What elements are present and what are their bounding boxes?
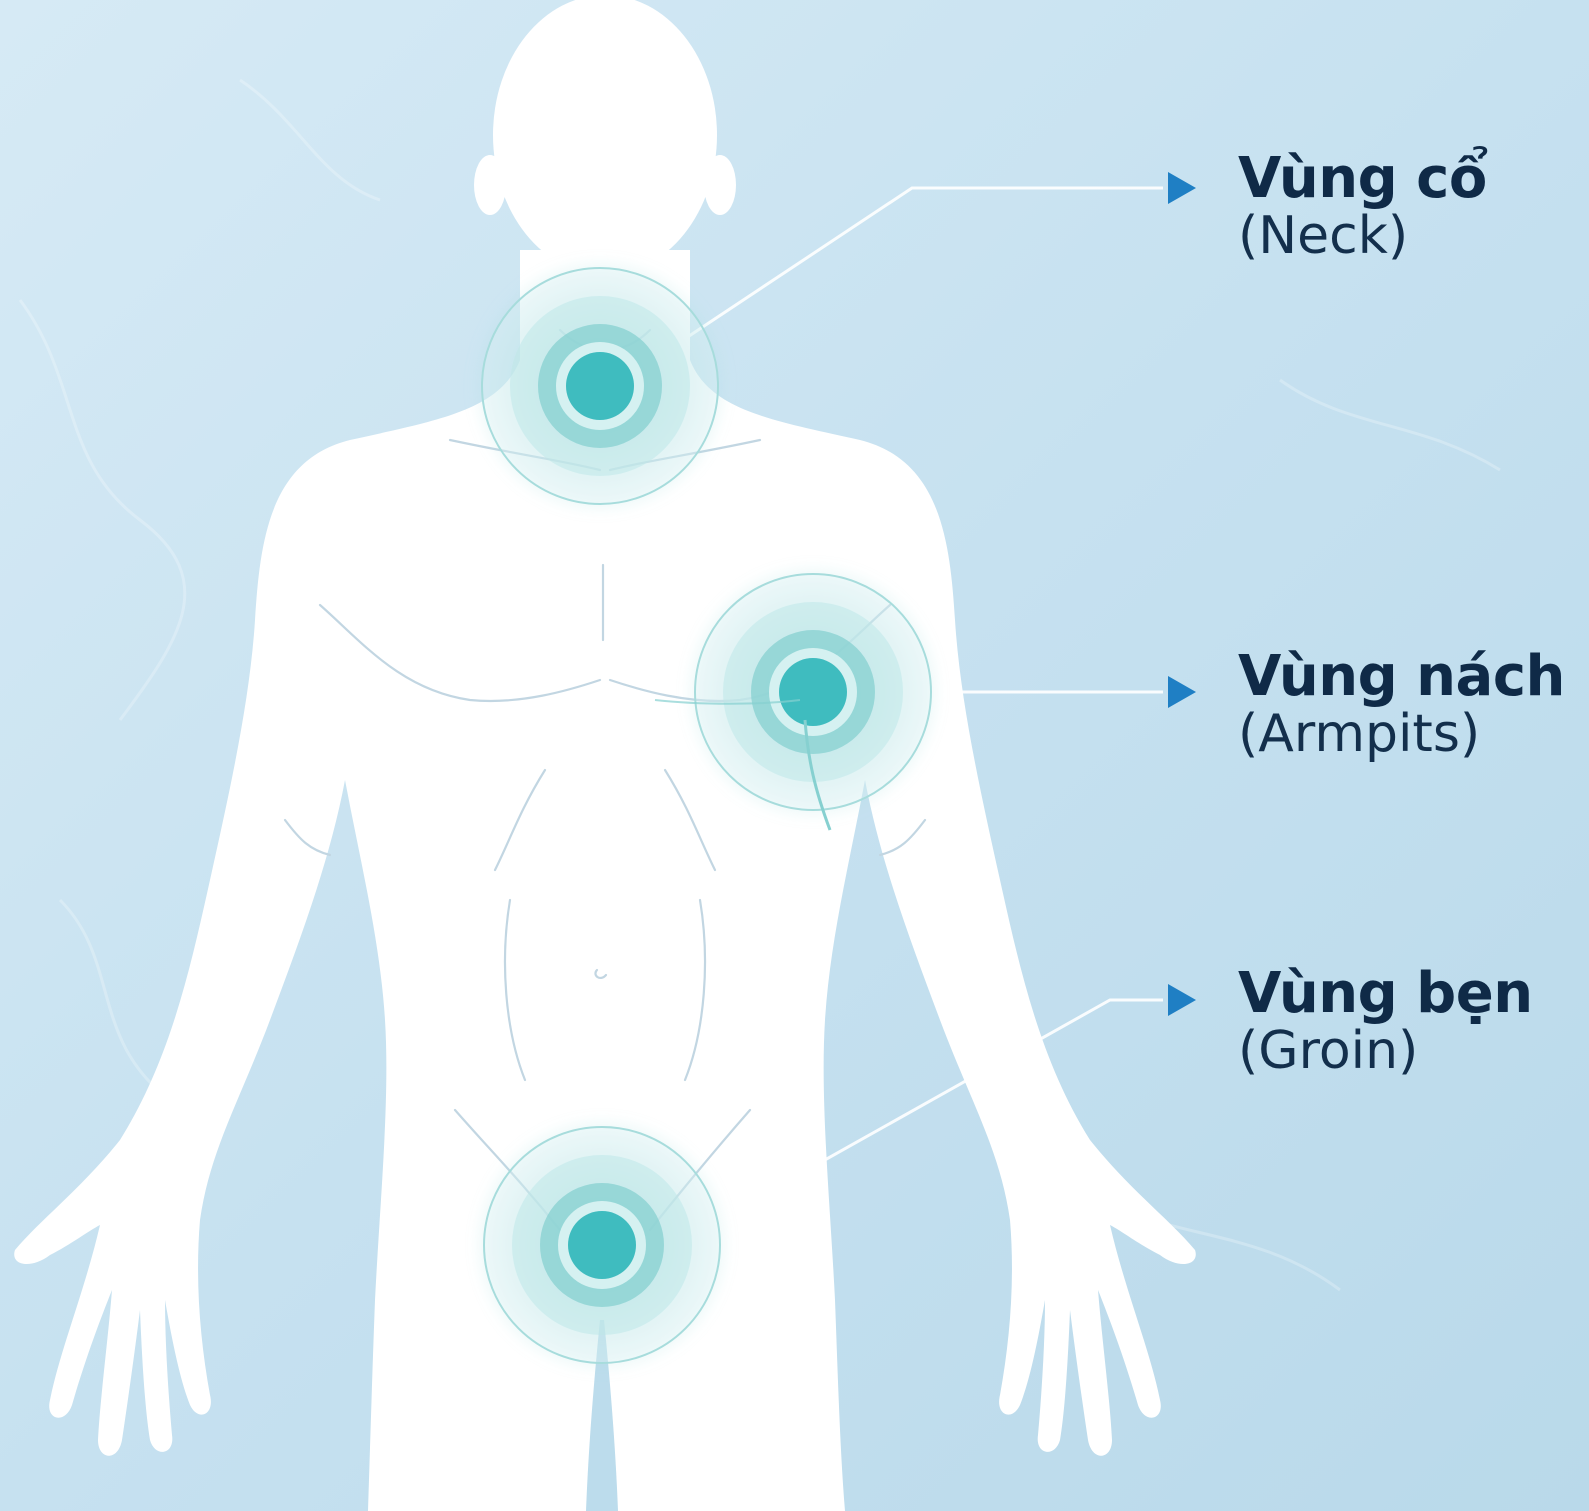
right-ear: [704, 155, 736, 215]
label-neck: Vùng cổ (Neck): [1238, 150, 1487, 263]
label-neck-vi: Vùng cổ: [1238, 150, 1487, 209]
lymph-node-groin-icon: [477, 1120, 727, 1370]
label-armpit-en: (Armpits): [1238, 707, 1565, 762]
left-ear: [474, 155, 506, 215]
label-groin: Vùng bẹn (Groin): [1238, 965, 1533, 1078]
lymph-node-neck-icon: [475, 261, 725, 511]
label-neck-en: (Neck): [1238, 209, 1487, 264]
label-groin-vi: Vùng bẹn: [1238, 965, 1533, 1024]
label-armpit-vi: Vùng nách: [1238, 648, 1565, 707]
head: [493, 0, 717, 275]
label-groin-en: (Groin): [1238, 1024, 1533, 1079]
label-armpit: Vùng nách (Armpits): [1238, 648, 1565, 761]
